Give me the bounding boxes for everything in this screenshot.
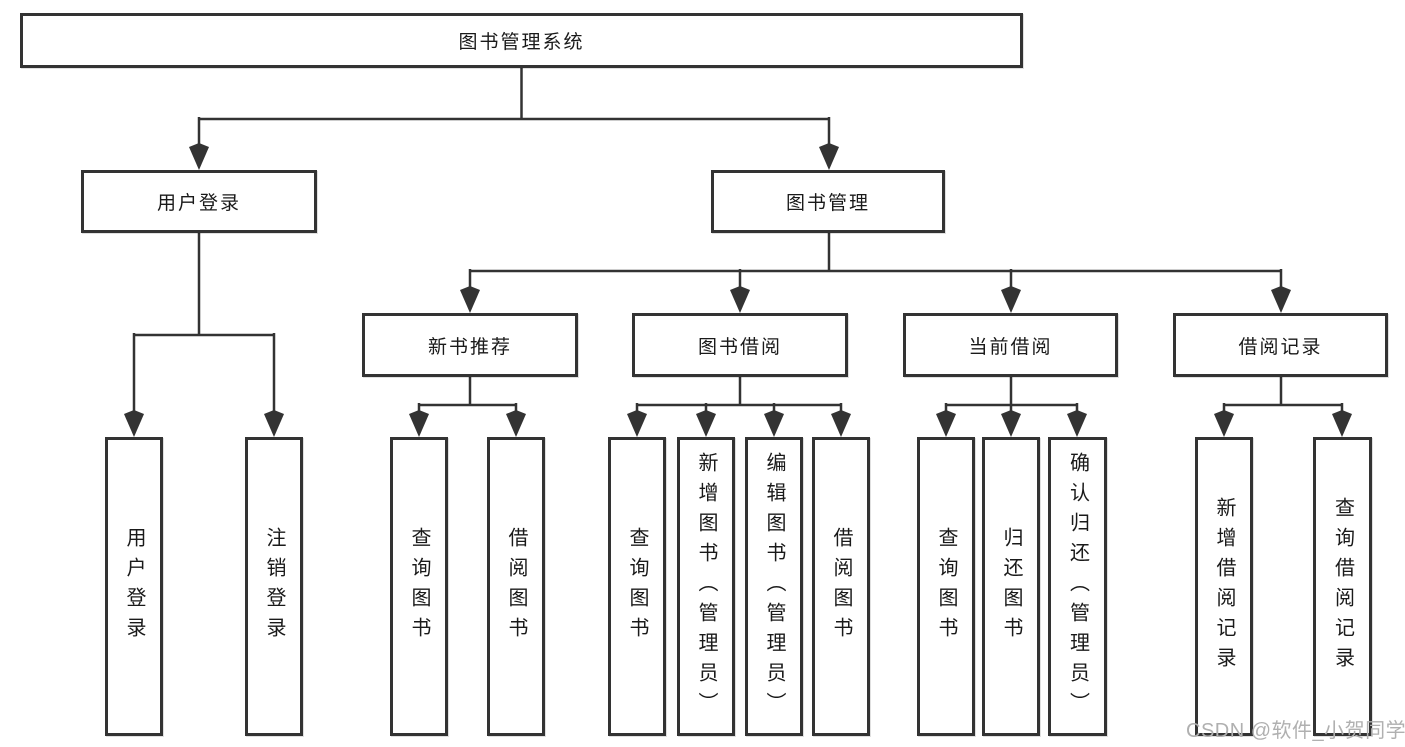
node-borrow-books-2: 借阅图书 bbox=[812, 437, 870, 736]
node-logout-action-label: 注销登录 bbox=[263, 526, 285, 647]
node-confirm-return-admin-label: 确认归还（管理员） bbox=[1066, 451, 1089, 722]
node-query-books-1: 查询图书 bbox=[390, 437, 448, 736]
node-add-book-admin: 新增图书（管理员） bbox=[677, 437, 735, 736]
node-book-borrow-label: 图书借阅 bbox=[697, 336, 782, 358]
node-query-books-1-label: 查询图书 bbox=[408, 526, 430, 647]
node-edit-book-admin: 编辑图书（管理员） bbox=[745, 437, 803, 736]
node-root: 图书管理系统 bbox=[20, 13, 1023, 68]
node-query-books-3: 查询图书 bbox=[917, 437, 975, 736]
node-user-login-action: 用户登录 bbox=[105, 437, 163, 736]
node-user-login-action-label: 用户登录 bbox=[123, 526, 145, 647]
node-current-borrow: 当前借阅 bbox=[903, 313, 1118, 377]
node-return-book-label: 归还图书 bbox=[1000, 526, 1022, 647]
node-borrow-records-label: 借阅记录 bbox=[1238, 336, 1323, 358]
node-add-borrow-record: 新增借阅记录 bbox=[1195, 437, 1253, 736]
node-edit-book-admin-label: 编辑图书（管理员） bbox=[763, 451, 785, 722]
node-query-books-2: 查询图书 bbox=[608, 437, 666, 736]
node-query-books-3-label: 查询图书 bbox=[935, 526, 957, 647]
node-book-management: 图书管理 bbox=[711, 170, 945, 233]
node-user-login: 用户登录 bbox=[81, 170, 317, 233]
node-borrow-books-1-label: 借阅图书 bbox=[505, 526, 527, 647]
node-return-book: 归还图书 bbox=[982, 437, 1040, 736]
node-borrow-books-1: 借阅图书 bbox=[487, 437, 545, 736]
node-book-management-label: 图书管理 bbox=[785, 193, 870, 214]
node-new-book-recommend: 新书推荐 bbox=[362, 313, 578, 377]
node-logout-action: 注销登录 bbox=[245, 437, 303, 736]
node-add-book-admin-label: 新增图书（管理员） bbox=[695, 451, 717, 722]
node-new-book-recommend-label: 新书推荐 bbox=[427, 336, 512, 358]
node-book-borrow: 图书借阅 bbox=[632, 313, 848, 377]
node-query-books-2-label: 查询图书 bbox=[626, 526, 648, 647]
node-query-borrow-record-label: 查询借阅记录 bbox=[1331, 496, 1354, 677]
node-root-label: 图书管理系统 bbox=[458, 32, 585, 53]
node-confirm-return-admin: 确认归还（管理员） bbox=[1048, 437, 1107, 736]
node-add-borrow-record-label: 新增借阅记录 bbox=[1213, 496, 1235, 677]
node-borrow-records: 借阅记录 bbox=[1173, 313, 1388, 377]
node-query-borrow-record: 查询借阅记录 bbox=[1313, 437, 1372, 736]
node-user-login-label: 用户登录 bbox=[156, 193, 241, 214]
node-current-borrow-label: 当前借阅 bbox=[968, 336, 1053, 358]
node-borrow-books-2-label: 借阅图书 bbox=[830, 526, 852, 647]
csdn-watermark: CSDN @软件_小贺同学 bbox=[1186, 720, 1405, 742]
